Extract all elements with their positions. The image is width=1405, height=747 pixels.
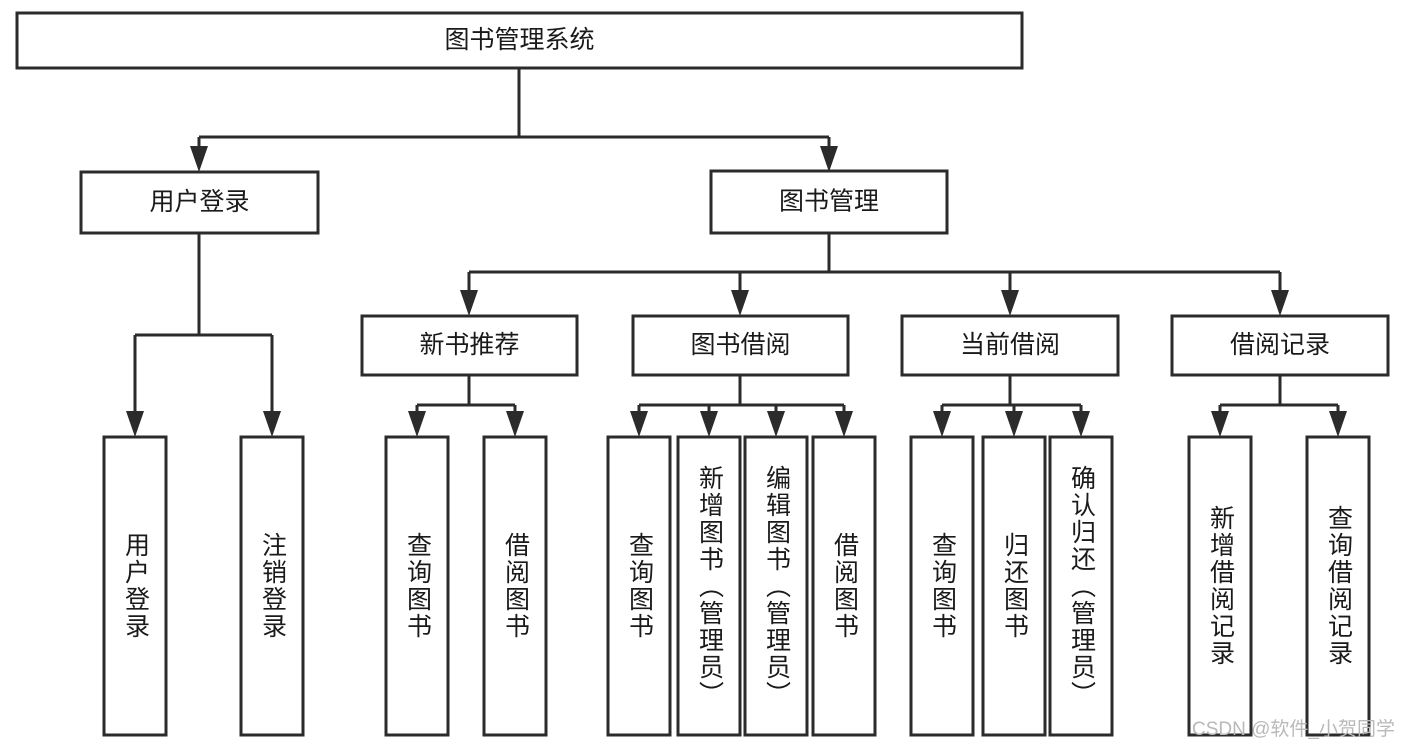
node-label-title: 图书管理系统 — [444, 26, 594, 54]
node-box-book-management[interactable] — [709, 169, 949, 235]
boxes-layer — [15, 11, 1390, 737]
node-box-leaf-edit-book-admin[interactable] — [743, 435, 809, 737]
node-box-leaf-query-borrow-record[interactable] — [1305, 435, 1371, 737]
root-arrow-0 — [190, 146, 208, 172]
node-box-leaf-add-book-admin[interactable] — [676, 435, 742, 737]
mgmt-arrow-1 — [731, 290, 749, 316]
node-box-leaf-confirm-return-admin[interactable] — [1048, 435, 1114, 737]
group-new-book-recommend-arrow-1 — [506, 411, 524, 437]
node-box-leaf-query-books-current[interactable] — [909, 435, 975, 737]
login-arrow-1 — [263, 411, 281, 437]
node-box-leaf-add-borrow-record[interactable] — [1187, 435, 1253, 737]
node-box-new-book-recommend[interactable] — [360, 314, 579, 377]
connectors-layer — [126, 68, 1347, 437]
node-box-leaf-borrow-book[interactable] — [811, 435, 877, 737]
mgmt-arrow-0 — [460, 290, 478, 316]
node-box-current-borrow[interactable] — [900, 314, 1120, 377]
node-box-leaf-logout-login[interactable] — [239, 435, 305, 737]
csdn-watermark: CSDN @软件_小贺同学 — [1192, 719, 1395, 740]
node-box-user-login[interactable] — [79, 170, 320, 235]
node-box-borrow-record[interactable] — [1170, 314, 1390, 377]
node-label-user-login: 用户登录 — [149, 188, 249, 216]
node-box-leaf-return-book[interactable] — [981, 435, 1047, 737]
group-new-book-recommend-arrow-0 — [408, 411, 426, 437]
mgmt-arrow-3 — [1271, 290, 1289, 316]
group-current-borrow-arrow-1 — [1005, 411, 1023, 437]
node-label-book-management: 图书管理 — [779, 188, 879, 216]
login-arrow-0 — [126, 411, 144, 437]
group-book-borrow-arrow-0 — [630, 411, 648, 437]
group-book-borrow-arrow-1 — [700, 411, 718, 437]
mgmt-arrow-2 — [1001, 290, 1019, 316]
group-book-borrow-arrow-2 — [767, 411, 785, 437]
node-box-title[interactable] — [15, 11, 1024, 70]
node-box-book-borrow[interactable] — [631, 314, 850, 377]
node-label-current-borrow: 当前借阅 — [960, 331, 1060, 359]
node-label-book-borrow: 图书借阅 — [690, 331, 790, 359]
node-label-borrow-record: 借阅记录 — [1230, 331, 1330, 359]
root-arrow-1 — [820, 146, 838, 172]
node-box-leaf-borrow-books-rec[interactable] — [482, 435, 548, 737]
node-box-leaf-user-login[interactable] — [102, 435, 168, 737]
node-box-leaf-query-books-rec[interactable] — [384, 435, 450, 737]
group-book-borrow-arrow-3 — [835, 411, 853, 437]
group-borrow-record-arrow-0 — [1211, 411, 1229, 437]
node-label-new-book-recommend: 新书推荐 — [419, 331, 519, 359]
node-box-leaf-query-books-borrow[interactable] — [606, 435, 672, 737]
group-current-borrow-arrow-0 — [933, 411, 951, 437]
group-borrow-record-arrow-1 — [1329, 411, 1347, 437]
group-current-borrow-arrow-2 — [1072, 411, 1090, 437]
